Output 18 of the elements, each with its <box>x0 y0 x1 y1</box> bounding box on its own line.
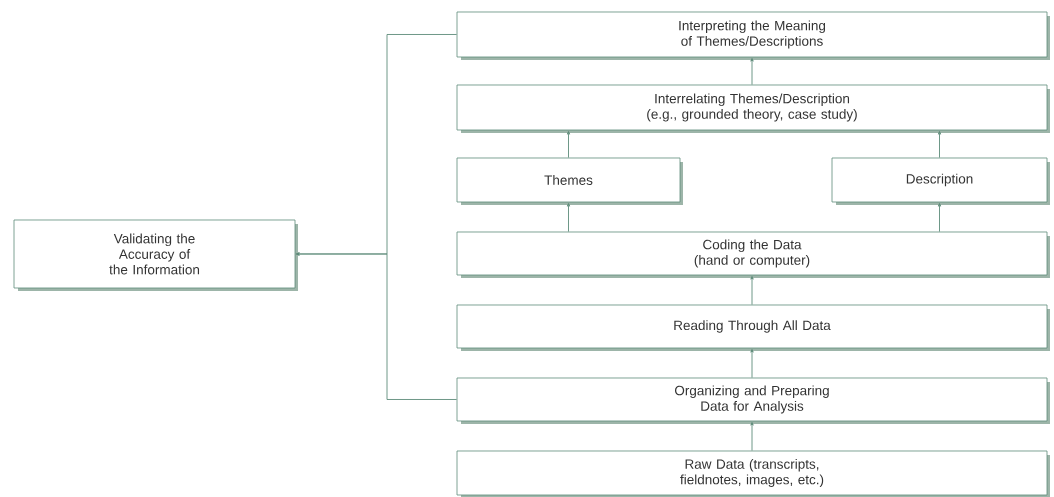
process-box: Themes <box>456 157 683 205</box>
arrow <box>750 422 754 452</box>
process-box: Coding the Data (hand or computer) <box>456 231 1050 278</box>
process-box: Reading Through All Data <box>456 304 1050 351</box>
arrow <box>750 276 754 306</box>
process-box: Interrelating Themes/Description (e.g., grounded theory, case study) <box>456 84 1050 133</box>
arrow <box>566 131 571 159</box>
process-box: Interpreting the Meaning of Themes/Descriptions <box>456 11 1050 60</box>
arrow <box>750 349 754 379</box>
process-box: Description <box>831 157 1050 205</box>
process-box: Organizing and Preparing Data for Analysis <box>456 377 1050 424</box>
arrow <box>566 203 571 233</box>
process-box: Validating the Accuracy of the Information <box>13 219 298 291</box>
process-box: Raw Data (transcripts, fieldnotes, images, etc.) <box>456 450 1050 497</box>
arrow <box>937 131 942 159</box>
arrow <box>750 58 754 86</box>
arrow <box>937 203 942 233</box>
arrow <box>296 252 458 400</box>
